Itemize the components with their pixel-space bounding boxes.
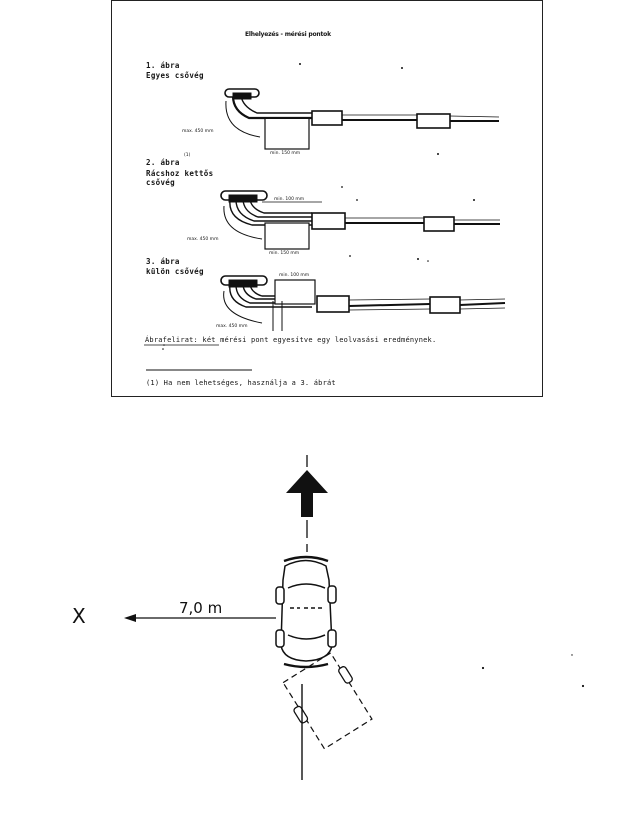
analyser-block-icon — [311, 110, 343, 126]
distance-label: 7,0 m — [179, 599, 223, 617]
car-icon — [275, 555, 337, 669]
figure-1-drawing — [224, 88, 500, 150]
car-outline-icon — [282, 652, 373, 750]
fig3-number: 3. ábra — [146, 257, 180, 266]
fig2-dim-c: min. 150 mm — [269, 251, 300, 256]
scan-drawings — [144, 63, 506, 371]
fig2-dim-b: max. 450 mm — [187, 237, 219, 242]
caption-text: két mérési pont egyesítve egy leolvasási… — [202, 336, 437, 344]
fig1-number: 1. ábra — [146, 61, 180, 70]
fig3-name: külön csővég — [146, 267, 204, 276]
figure-2-drawing — [220, 190, 500, 250]
caption-label: Ábrafelirat: — [145, 336, 198, 344]
scanned-figure-frame: Elhelyezés - mérési pontok 1. ábra Egyes… — [111, 0, 543, 397]
x-label: X — [72, 604, 86, 628]
fig1-name: Egyes csővég — [146, 71, 204, 80]
arrow-up-icon — [286, 470, 328, 517]
figure-3-drawing — [220, 275, 506, 331]
fig2-name-line1: Rácshoz kettős — [146, 169, 214, 178]
footnote: (1) Ha nem lehetséges, használja a 3. áb… — [146, 379, 336, 387]
fig3-dim-a: min. 100 mm — [279, 273, 310, 278]
fig1-dim-b: min. 150 mm — [270, 151, 301, 156]
fig1-dim-a: max. 450 mm — [182, 129, 214, 134]
scan-title: Elhelyezés - mérési pontok — [245, 31, 331, 38]
fig2-footnote-mark: (1) — [184, 153, 191, 158]
fig2-dim-a: min. 100 mm — [274, 197, 305, 202]
caption: Ábrafelirat: két mérési pont egyesítve e… — [145, 336, 436, 344]
fig2-name-line2: csővég — [146, 178, 175, 187]
arrow-left-icon — [124, 614, 136, 622]
fig2-number: 2. ábra — [146, 158, 180, 167]
fig3-dim-b: max. 450 mm — [216, 324, 248, 329]
